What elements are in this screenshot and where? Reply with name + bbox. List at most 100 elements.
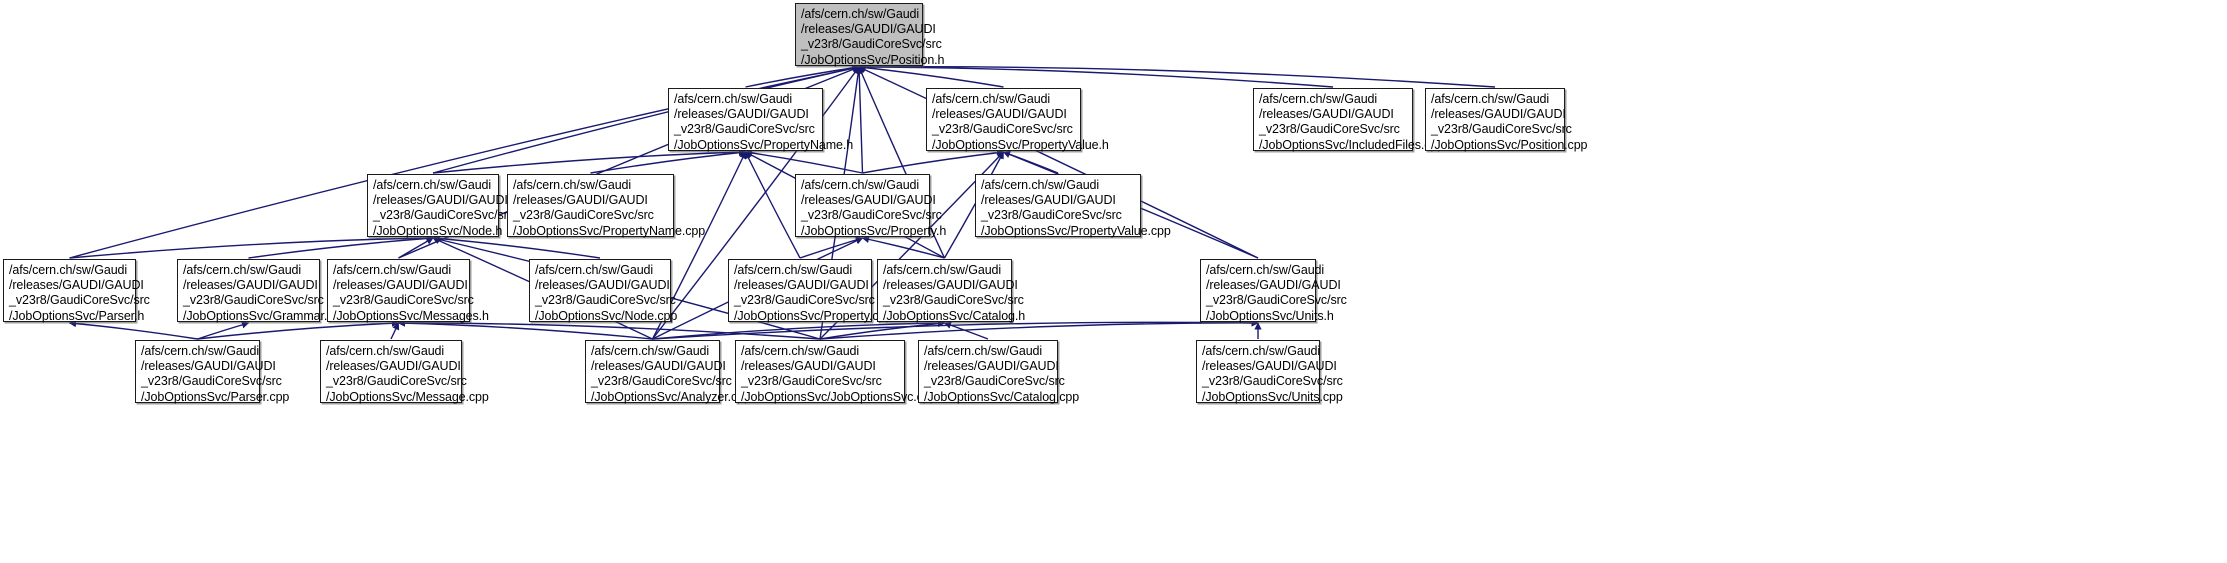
- graph-node-label-line: /JobOptionsSvc/IncludedFiles.cpp: [1259, 137, 1445, 152]
- graph-node-label-line: /afs/cern.ch/sw/Gaudi: [924, 344, 1043, 358]
- graph-edge: [858, 63, 1334, 88]
- graph-node-label-line: /afs/cern.ch/sw/Gaudi: [801, 178, 920, 192]
- graph-node-label-line: /afs/cern.ch/sw/Gaudi: [591, 344, 710, 358]
- graph-node-label-line: _v23r8/GaudiCoreSvc/src: [141, 374, 282, 389]
- graph-edge: [432, 234, 601, 259]
- graph-edge: [745, 64, 860, 88]
- graph-node-label-line: _v23r8/GaudiCoreSvc/src: [674, 122, 815, 137]
- graph-node-analyzer_cpp[interactable]: /afs/cern.ch/sw/Gaudi/releases/GAUDI/GAU…: [585, 340, 751, 404]
- graph-node-label-line: /releases/GAUDI/GAUDI: [1431, 107, 1566, 122]
- graph-node-label-line: /releases/GAUDI/GAUDI: [1206, 278, 1341, 293]
- graph-node-propertyname_h[interactable]: /afs/cern.ch/sw/Gaudi/releases/GAUDI/GAU…: [668, 88, 853, 152]
- graph-node-message_cpp[interactable]: /afs/cern.ch/sw/Gaudi/releases/GAUDI/GAU…: [320, 340, 489, 404]
- graph-node-label-line: /afs/cern.ch/sw/Gaudi: [932, 92, 1051, 106]
- graph-node-label-line: _v23r8/GaudiCoreSvc/src: [373, 208, 514, 223]
- graph-edge: [862, 149, 1005, 174]
- graph-node-label-line: /releases/GAUDI/GAUDI: [9, 278, 144, 293]
- graph-node-label-line: _v23r8/GaudiCoreSvc/src: [591, 374, 732, 389]
- graph-node-label-line: /JobOptionsSvc/Position.cpp: [1431, 137, 1588, 152]
- graph-node-units_cpp[interactable]: /afs/cern.ch/sw/Gaudi/releases/GAUDI/GAU…: [1196, 340, 1343, 404]
- graph-node-label-line: /afs/cern.ch/sw/Gaudi: [883, 263, 1002, 277]
- graph-node-label-line: /JobOptionsSvc/Units.h: [1206, 308, 1334, 323]
- graph-node-property_cpp[interactable]: /afs/cern.ch/sw/Gaudi/releases/GAUDI/GAU…: [728, 259, 892, 323]
- graph-node-propertyname_cpp[interactable]: /afs/cern.ch/sw/Gaudi/releases/GAUDI/GAU…: [507, 174, 706, 238]
- graph-node-label-line: _v23r8/GaudiCoreSvc/src: [801, 37, 942, 52]
- graph-node-label-line: _v23r8/GaudiCoreSvc/src: [981, 208, 1122, 223]
- graph-edge: [943, 321, 989, 340]
- graph-node-includedfiles_cpp[interactable]: /afs/cern.ch/sw/Gaudi/releases/GAUDI/GAU…: [1253, 88, 1445, 152]
- graph-edge: [652, 319, 946, 340]
- graph-node-label-line: _v23r8/GaudiCoreSvc/src: [1431, 122, 1572, 137]
- graph-node-propertyvalue_h[interactable]: /afs/cern.ch/sw/Gaudi/releases/GAUDI/GAU…: [926, 88, 1109, 152]
- graph-node-label-line: /afs/cern.ch/sw/Gaudi: [326, 344, 445, 358]
- graph-node-node_cpp[interactable]: /afs/cern.ch/sw/Gaudi/releases/GAUDI/GAU…: [529, 259, 678, 323]
- graph-node-propertyvalue_cpp[interactable]: /afs/cern.ch/sw/Gaudi/releases/GAUDI/GAU…: [975, 174, 1171, 238]
- graph-node-label-line: _v23r8/GaudiCoreSvc/src: [326, 374, 467, 389]
- graph-node-label-line: _v23r8/GaudiCoreSvc/src: [535, 293, 676, 308]
- graph-node-label-line: _v23r8/GaudiCoreSvc/src: [734, 293, 875, 308]
- graph-node-joboptionssvc_cpp[interactable]: /afs/cern.ch/sw/Gaudi/releases/GAUDI/GAU…: [735, 340, 937, 404]
- graph-node-label-line: /afs/cern.ch/sw/Gaudi: [535, 263, 654, 277]
- graph-node-parser_h[interactable]: /afs/cern.ch/sw/Gaudi/releases/GAUDI/GAU…: [3, 259, 150, 323]
- graph-node-label-line: /releases/GAUDI/GAUDI: [326, 359, 461, 374]
- graph-node-label-line: /releases/GAUDI/GAUDI: [801, 22, 936, 37]
- graph-node-label-line: /releases/GAUDI/GAUDI: [734, 278, 869, 293]
- graph-node-label-line: _v23r8/GaudiCoreSvc/src: [924, 374, 1065, 389]
- graph-edge: [68, 319, 198, 340]
- graph-node-label-line: /JobOptionsSvc/Analyzer.cpp: [591, 389, 751, 404]
- graph-edge: [799, 236, 864, 259]
- graph-node-label-line: /JobOptionsSvc/Position.h: [801, 52, 945, 67]
- graph-node-label-line: /JobOptionsSvc/Node.cpp: [535, 308, 678, 323]
- graph-node-position_h[interactable]: /afs/cern.ch/sw/Gaudi/releases/GAUDI/GAU…: [795, 3, 945, 67]
- graph-node-label-line: /JobOptionsSvc/Grammar.h: [183, 308, 335, 323]
- graph-node-label-line: _v23r8/GaudiCoreSvc/src: [9, 293, 150, 308]
- graph-edge: [652, 319, 1259, 340]
- graph-edge: [397, 319, 653, 340]
- graph-node-label-line: _v23r8/GaudiCoreSvc/src: [741, 374, 882, 389]
- graph-node-label-line: /afs/cern.ch/sw/Gaudi: [183, 263, 302, 277]
- graph-edge: [1002, 150, 1059, 174]
- graph-node-label-line: /afs/cern.ch/sw/Gaudi: [1202, 344, 1321, 358]
- graph-node-catalog_h[interactable]: /afs/cern.ch/sw/Gaudi/releases/GAUDI/GAU…: [877, 259, 1026, 323]
- graph-node-label-line: _v23r8/GaudiCoreSvc/src: [183, 293, 324, 308]
- graph-node-label-line: /JobOptionsSvc/PropertyValue.h: [932, 137, 1109, 152]
- graph-node-label-line: /releases/GAUDI/GAUDI: [591, 359, 726, 374]
- graph-node-label-line: /JobOptionsSvc/Parser.cpp: [141, 389, 290, 404]
- graph-node-label-line: _v23r8/GaudiCoreSvc/src: [513, 208, 654, 223]
- graph-node-label-line: /JobOptionsSvc/PropertyValue.cpp: [981, 223, 1171, 238]
- graph-node-parser_cpp[interactable]: /afs/cern.ch/sw/Gaudi/releases/GAUDI/GAU…: [135, 340, 290, 404]
- graph-node-label-line: /releases/GAUDI/GAUDI: [674, 107, 809, 122]
- graph-node-label-line: /releases/GAUDI/GAUDI: [981, 193, 1116, 208]
- graph-node-label-line: /afs/cern.ch/sw/Gaudi: [373, 178, 492, 192]
- graph-node-label-line: /releases/GAUDI/GAUDI: [373, 193, 508, 208]
- graph-node-node_h[interactable]: /afs/cern.ch/sw/Gaudi/releases/GAUDI/GAU…: [367, 174, 514, 238]
- graph-node-label-line: /releases/GAUDI/GAUDI: [924, 359, 1059, 374]
- graph-node-label-line: /JobOptionsSvc/Catalog.h: [883, 308, 1026, 323]
- graph-node-label-line: /afs/cern.ch/sw/Gaudi: [734, 263, 853, 277]
- graph-node-label-line: /JobOptionsSvc/Messages.h: [333, 308, 489, 323]
- graph-node-catalog_cpp[interactable]: /afs/cern.ch/sw/Gaudi/releases/GAUDI/GAU…: [918, 340, 1079, 404]
- graph-node-label-line: _v23r8/GaudiCoreSvc/src: [932, 122, 1073, 137]
- graph-node-position_cpp[interactable]: /afs/cern.ch/sw/Gaudi/releases/GAUDI/GAU…: [1425, 88, 1588, 152]
- graph-edge: [744, 151, 801, 259]
- graph-node-label-line: /releases/GAUDI/GAUDI: [333, 278, 468, 293]
- graph-node-property_h[interactable]: /afs/cern.ch/sw/Gaudi/releases/GAUDI/GAU…: [795, 174, 946, 238]
- graph-edge: [744, 149, 863, 174]
- graph-edge: [69, 234, 434, 259]
- graph-node-label-line: /afs/cern.ch/sw/Gaudi: [801, 7, 920, 21]
- graph-node-label-line: /JobOptionsSvc/Node.h: [373, 223, 503, 238]
- graph-node-label-line: /afs/cern.ch/sw/Gaudi: [1206, 263, 1325, 277]
- graph-node-label-line: /JobOptionsSvc/Message.cpp: [326, 389, 489, 404]
- graph-node-label-line: /afs/cern.ch/sw/Gaudi: [741, 344, 860, 358]
- graph-node-label-line: /releases/GAUDI/GAUDI: [741, 359, 876, 374]
- graph-edge: [197, 319, 400, 340]
- graph-node-label-line: /JobOptionsSvc/PropertyName.cpp: [513, 223, 706, 238]
- graph-node-label-line: /afs/cern.ch/sw/Gaudi: [513, 178, 632, 192]
- graph-node-label-line: /afs/cern.ch/sw/Gaudi: [1259, 92, 1378, 106]
- graph-node-messages_h[interactable]: /afs/cern.ch/sw/Gaudi/releases/GAUDI/GAU…: [327, 259, 489, 323]
- graph-node-units_h[interactable]: /afs/cern.ch/sw/Gaudi/releases/GAUDI/GAU…: [1200, 259, 1347, 323]
- graph-node-label-line: /afs/cern.ch/sw/Gaudi: [674, 92, 793, 106]
- graph-node-grammar_h[interactable]: /afs/cern.ch/sw/Gaudi/releases/GAUDI/GAU…: [177, 259, 335, 323]
- graph-edge: [397, 319, 821, 340]
